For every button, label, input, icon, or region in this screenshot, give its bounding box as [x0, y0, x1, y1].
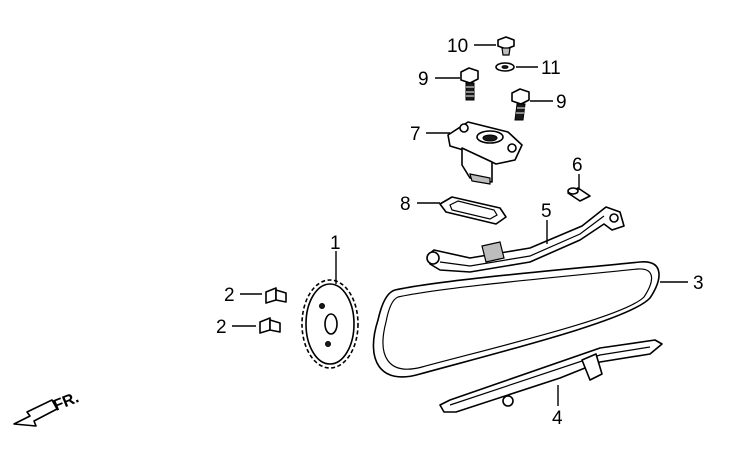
front-label: FR. [51, 389, 81, 414]
bolt-2-upper [265, 287, 287, 304]
front-arrow-indicator: FR. [13, 389, 81, 427]
callout-9a: 9 [418, 69, 429, 90]
callout-4: 4 [552, 408, 563, 429]
bolt-2-lower [259, 317, 281, 334]
leader-lines [232, 44, 688, 406]
bolt-9-right [511, 88, 530, 121]
callout-2b: 2 [216, 317, 227, 338]
callout-2a: 2 [224, 285, 235, 306]
callout-labels: 10 11 9 9 7 6 8 5 1 2 2 3 4 [216, 36, 704, 429]
callout-5: 5 [541, 201, 552, 222]
front-arrow-icon [13, 399, 58, 427]
callout-1: 1 [330, 233, 341, 254]
cam-sprocket-1 [301, 279, 359, 369]
cam-chain-3 [372, 261, 660, 378]
callout-9b: 9 [556, 92, 567, 113]
callout-3: 3 [693, 273, 704, 294]
callout-10: 10 [447, 36, 468, 57]
bolt-10 [497, 36, 515, 56]
bolt-9-left [460, 67, 479, 101]
callout-11: 11 [541, 58, 561, 79]
tensioner-lifter-7 [447, 121, 523, 185]
callout-8: 8 [400, 194, 411, 215]
dowel-pin-6 [567, 187, 591, 202]
gasket-8 [439, 196, 507, 225]
callout-6: 6 [572, 155, 583, 176]
callout-7: 7 [410, 124, 421, 145]
guide-slipper-4 [439, 339, 663, 413]
tensioner-slipper-5 [426, 206, 625, 273]
washer-11 [495, 62, 515, 72]
